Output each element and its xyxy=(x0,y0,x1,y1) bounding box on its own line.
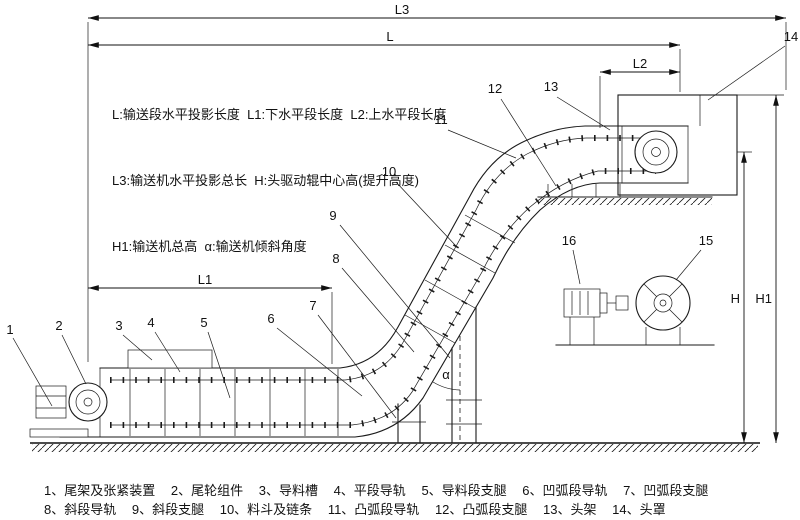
head-assembly xyxy=(617,94,738,196)
upper-platform xyxy=(537,184,713,205)
callout-8: 8 xyxy=(332,251,339,266)
callout-1: 1 xyxy=(6,322,13,337)
angle-label-alpha: α xyxy=(442,367,450,382)
legend-item-13: 13、头架 xyxy=(543,502,597,517)
callout-5: 5 xyxy=(200,315,207,330)
dimension-notes: L:输送段水平投影长度 L1:下水平段长度 L2:上水平段长度 L3:输送机水平… xyxy=(112,60,446,280)
dim-label-l1: L1 xyxy=(198,272,212,287)
dimension-extension-lines xyxy=(87,22,787,364)
callout-11: 11 xyxy=(434,112,448,127)
coupling xyxy=(615,295,629,311)
callout-3: 3 xyxy=(115,318,122,333)
tail-assembly xyxy=(29,382,108,438)
callout-7: 7 xyxy=(309,298,316,313)
callout-13: 13 xyxy=(544,79,558,94)
bucket-chain xyxy=(110,135,656,428)
dim-label-l3: L3 xyxy=(395,2,409,17)
callout-12: 12 xyxy=(488,81,502,96)
dim-label-l: L xyxy=(386,29,393,44)
note-line-3: H1:输送机总高 α:输送机倾斜角度 xyxy=(112,239,307,254)
incline-truss xyxy=(404,214,516,344)
legend-item-8: 8、斜段导轨 xyxy=(44,502,117,517)
dim-label-h: H xyxy=(731,291,740,306)
dim-label-h1: H1 xyxy=(755,291,772,306)
legend-item-9: 9、斜段支腿 xyxy=(131,502,205,517)
legend-item-12: 12、凸弧段支腿 xyxy=(434,502,528,517)
legend-item-7: 7、凹弧段支腿 xyxy=(623,483,709,498)
legend-item-3: 3、导料槽 xyxy=(258,483,318,498)
drive-unit-detail xyxy=(555,275,715,346)
incline-angle xyxy=(432,336,461,443)
motor xyxy=(563,288,601,318)
callout-leaders xyxy=(12,45,786,419)
callout-2: 2 xyxy=(55,318,62,333)
callout-4: 4 xyxy=(147,315,154,330)
ground-line xyxy=(30,442,760,452)
head-cover xyxy=(617,94,738,196)
feed-chute xyxy=(127,349,213,369)
legend-item-5: 5、导料段支腿 xyxy=(421,483,507,498)
callout-16: 16 xyxy=(562,233,576,248)
callout-14: 14 xyxy=(784,29,798,44)
callout-9: 9 xyxy=(329,208,336,223)
support-legs xyxy=(392,306,482,444)
parts-legend: 1、尾架及张紧装置 2、尾轮组件 3、导料槽 4、平段导轨 5、导料段支腿 6、… xyxy=(44,481,792,519)
dimension-lines xyxy=(88,15,786,443)
lower-section-frame xyxy=(127,349,339,436)
conveyor-diagram: L3 L L2 L1 H H1 α 1 2 3 4 5 6 7 8 9 10 1… xyxy=(6,2,798,452)
callout-6: 6 xyxy=(267,311,274,326)
legend-item-2: 2、尾轮组件 xyxy=(170,483,244,498)
callout-15: 15 xyxy=(699,233,713,248)
dim-label-l2: L2 xyxy=(633,56,647,71)
legend-item-11: 11、凸弧段导轨 xyxy=(327,502,420,517)
note-line-2: L3:输送机水平投影总长 H:头驱动辊中心高(提升高度) xyxy=(112,173,419,188)
legend-line-1: 1、尾架及张紧装置 2、尾轮组件 3、导料槽 4、平段导轨 5、导料段支腿 6、… xyxy=(44,481,792,500)
legend-item-1: 1、尾架及张紧装置 xyxy=(44,483,156,498)
note-line-1: L:输送段水平投影长度 L1:下水平段长度 L2:上水平段长度 xyxy=(112,107,447,122)
legend-item-4: 4、平段导轨 xyxy=(333,483,406,498)
legend-item-6: 6、凹弧段导轨 xyxy=(522,483,608,498)
callout-10: 10 xyxy=(382,164,396,179)
legend-item-14: 14、头罩 xyxy=(612,502,666,517)
legend-item-10: 10、料斗及链条 xyxy=(219,502,313,517)
legend-line-2: 8、斜段导轨 9、斜段支腿 10、料斗及链条 11、凸弧段导轨 12、凸弧段支腿… xyxy=(44,500,792,519)
